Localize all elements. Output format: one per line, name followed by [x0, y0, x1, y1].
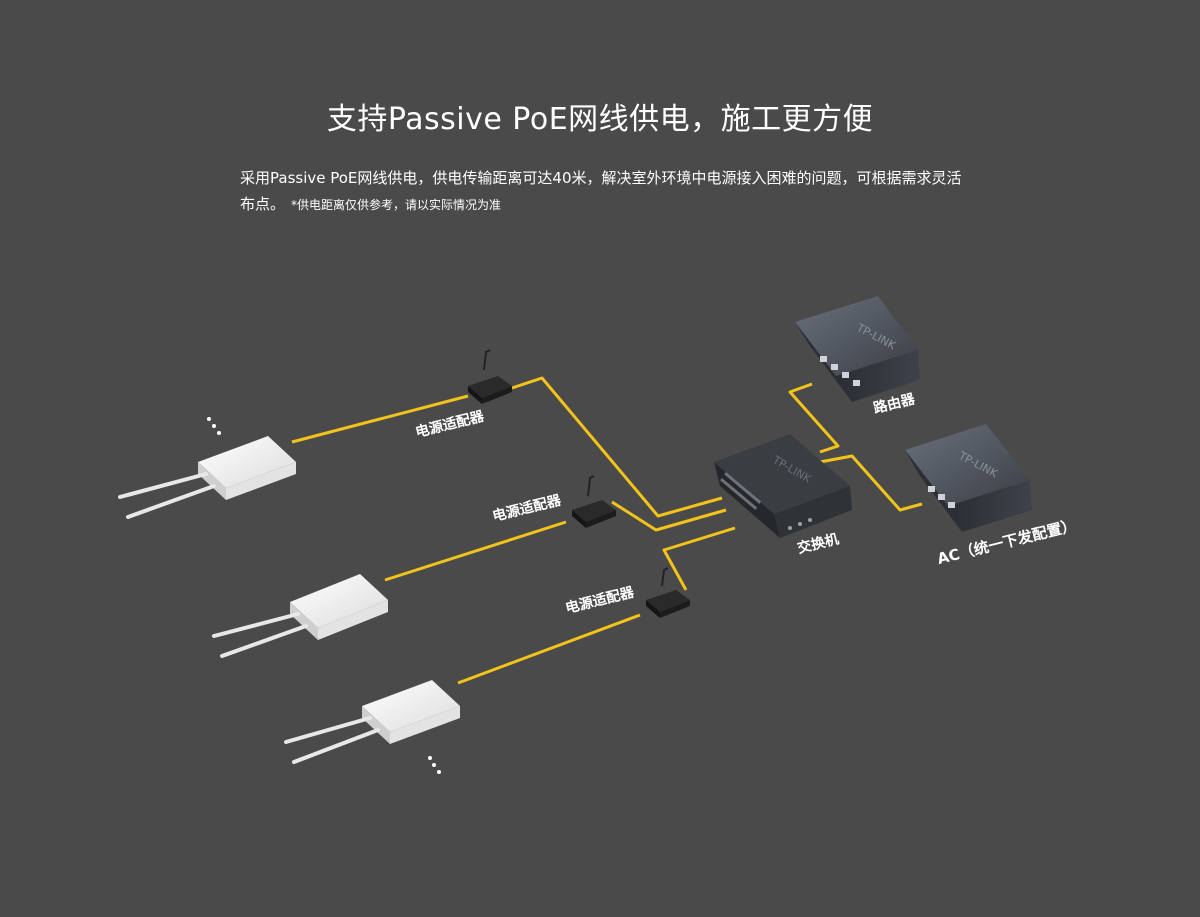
access-point-3 [284, 680, 460, 764]
page-title: 支持Passive PoE网线供电，施工更方便 [326, 102, 874, 137]
cable-ap3-adapter3 [457, 613, 641, 685]
access-point-2 [212, 574, 388, 658]
disclaimer-note: *供电距离仅供参考，请以实际情况为准 [291, 198, 502, 212]
cables [291, 376, 923, 685]
cable-switch-router [788, 382, 840, 454]
cable-adapter1-switch [511, 376, 723, 518]
antenna [292, 728, 380, 764]
switch-device: TP-LINK [714, 434, 852, 538]
cable-adapter2-switch [611, 500, 727, 532]
antenna [284, 716, 372, 744]
antenna [126, 484, 216, 519]
access-point-1 [118, 436, 296, 519]
adapter-3 [646, 567, 690, 618]
cable-ap1-adapter1 [291, 394, 469, 444]
router-ports [820, 356, 860, 386]
adapter-2 [572, 475, 616, 528]
ac-ports [928, 486, 955, 508]
description: 采用Passive PoE网线供电，供电传输距离可达40米，解决室外环境中电源接… [240, 165, 970, 218]
adapter-1 [468, 349, 512, 404]
antenna [220, 624, 308, 658]
antenna [118, 472, 208, 499]
antenna [212, 612, 300, 638]
router-device: TP-LINK [795, 296, 920, 402]
ac-device: TP-LINK [905, 424, 1032, 532]
more-devices-indicator [207, 417, 441, 774]
switch-ports [720, 471, 762, 510]
cable-ap2-adapter2 [384, 520, 567, 582]
cable-adapter3-switch [662, 526, 736, 591]
cable-switch-ac [819, 454, 923, 512]
description-text: 采用Passive PoE网线供电，供电传输距离可达40米，解决室外环境中电源接… [240, 169, 962, 213]
